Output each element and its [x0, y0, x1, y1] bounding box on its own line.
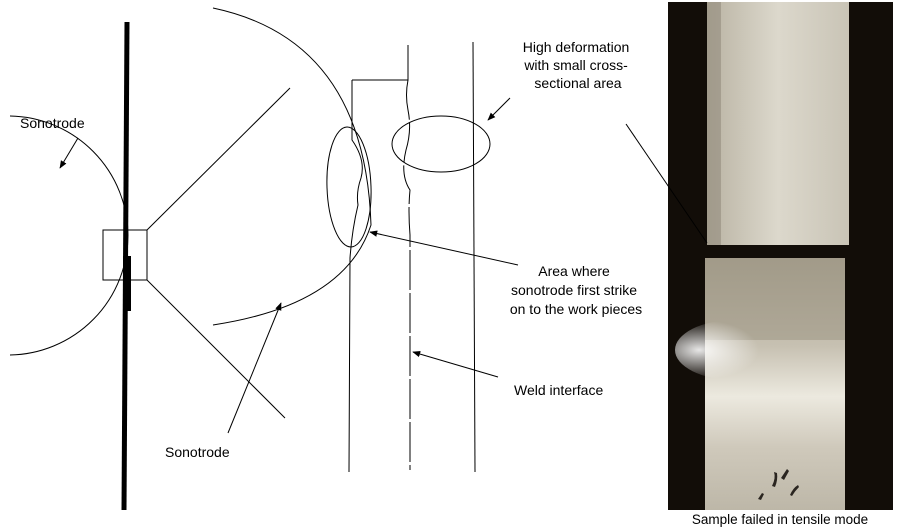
- high-deformation-line-1: High deformation: [523, 39, 630, 55]
- first-strike-label: Area where sonotrode first strike on to …: [510, 263, 642, 317]
- sonotrode-bottom-label: Sonotrode: [165, 444, 230, 460]
- first-strike-arrow: [370, 232, 518, 265]
- zoom-line-upper: [147, 88, 290, 230]
- weld-interface-arrow: [413, 352, 498, 377]
- left-sonotrode-arc: [10, 116, 128, 355]
- first-strike-line-2: sonotrode first strike: [511, 282, 637, 298]
- zoomed-sonotrode-arc: [213, 8, 371, 325]
- label-high-deformation: High deformation with small cross- secti…: [488, 39, 633, 120]
- zoomed-weld-schematic: [213, 8, 490, 472]
- zoom-line-lower: [147, 280, 285, 418]
- weld-interface-label: Weld interface: [514, 382, 603, 398]
- first-strike-line-1: Area where: [538, 263, 610, 279]
- high-deformation-arrow: [488, 98, 510, 120]
- specimen-photo: [626, 2, 893, 510]
- left-sonotrode-schematic: [10, 22, 290, 510]
- lower-workpiece-edge: [473, 42, 475, 472]
- sonotrode-left-label: Sonotrode: [20, 115, 85, 131]
- sonotrode-left-arrow: [60, 138, 78, 168]
- specimen-glare: [675, 320, 795, 380]
- label-sonotrode-bottom: Sonotrode: [165, 303, 281, 460]
- specimen-upper-piece: [707, 2, 849, 245]
- sonotrode-bottom-arrow: [228, 303, 281, 433]
- high-deformation-ellipse: [392, 116, 490, 172]
- specimen-upper-shade: [707, 2, 721, 245]
- upper-workpiece-outline: [352, 45, 408, 80]
- high-deformation-line-3: sectional area: [534, 75, 621, 91]
- label-weld-interface: Weld interface: [413, 352, 603, 398]
- photo-caption: Sample failed in tensile mode: [692, 512, 868, 527]
- first-strike-ellipse: [325, 126, 373, 247]
- label-first-strike: Area where sonotrode first strike on to …: [370, 232, 642, 317]
- weld-interface-line: [404, 80, 410, 470]
- first-strike-line-3: on to the work pieces: [510, 301, 642, 317]
- workpiece-lower-tab: [123, 256, 131, 311]
- high-deformation-label: High deformation with small cross- secti…: [523, 39, 634, 91]
- label-sonotrode-left: Sonotrode: [20, 115, 85, 168]
- high-deformation-line-2: with small cross-: [523, 57, 628, 73]
